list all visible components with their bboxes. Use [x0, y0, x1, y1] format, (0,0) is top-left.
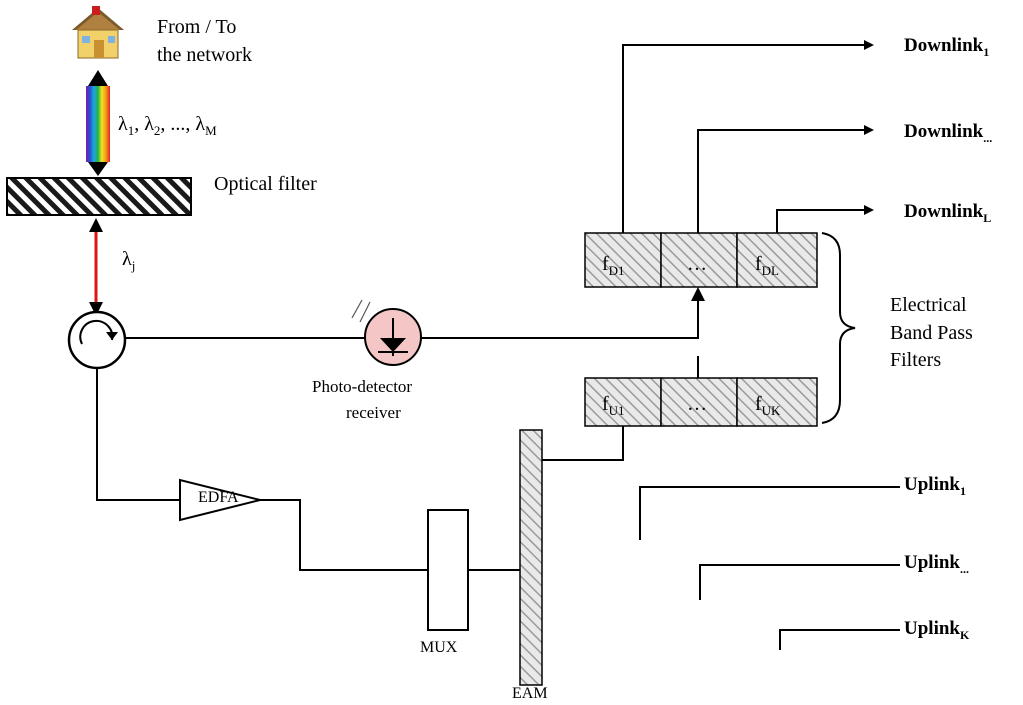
photodiode-label-line2: receiver	[346, 403, 401, 422]
circulator-icon	[67, 310, 127, 370]
uplink-2-line	[699, 564, 900, 600]
downlink-filter-label-1: fD1	[602, 253, 625, 278]
uplink-2-label: Uplink...	[904, 552, 969, 576]
network-label-line1: From / To	[157, 16, 236, 38]
downlink-filter-label-2: …	[687, 253, 707, 275]
selected-wavelength-label: λj	[122, 248, 135, 273]
photodiode-label-line1: Photo-detector	[312, 377, 412, 396]
filters-input-arrowhead	[691, 287, 705, 301]
downlink-2-label: Downlink...	[904, 121, 992, 145]
uplink-3-line	[779, 629, 900, 650]
uplink-1-line	[639, 486, 900, 540]
network-label-line2: the network	[157, 44, 252, 66]
uplink-filter-label-3: fUK	[755, 393, 781, 418]
downlink-filter-label-3: fDL	[755, 253, 779, 278]
uplink-filter-cell-1	[584, 377, 662, 427]
uplink-filter-label-2: …	[687, 393, 707, 415]
band-pass-label-line1: Electrical	[890, 294, 967, 316]
downlink-filter-cell-1	[584, 232, 662, 288]
wavelength-set-label: λ1, λ2, ..., λM	[118, 113, 217, 138]
band-pass-brace	[821, 232, 856, 424]
circulator-to-edfa-line	[96, 368, 180, 501]
wdm-signal-arrow	[86, 70, 110, 176]
photodiode-icon	[351, 299, 422, 366]
downlink-filter-cell-3	[736, 232, 818, 288]
optical-filter-label: Optical filter	[214, 173, 317, 195]
uplink-filter-cell-2	[660, 377, 738, 427]
uplink-3-label: UplinkK	[904, 618, 970, 642]
eam-block	[519, 429, 543, 686]
selected-wavelength-arrow	[89, 218, 103, 316]
edfa-label: EDFA	[198, 489, 239, 506]
uplink-filter-label-1: fU1	[602, 393, 625, 418]
house-icon	[72, 6, 124, 59]
edfa-to-mux-line	[260, 499, 428, 571]
band-pass-label-line2: Band Pass	[890, 322, 973, 344]
eam-label: EAM	[512, 685, 548, 702]
uplink-filter-bank: fU1 … fUK	[584, 377, 818, 427]
downlink-3-line	[776, 205, 874, 233]
uplink-filter-cell-3	[736, 377, 818, 427]
photodiode-to-filters-line	[421, 300, 699, 339]
band-pass-label-line3: Filters	[890, 349, 941, 371]
downlink-3-label: DownlinkL	[904, 201, 991, 225]
uplink-1-label: Uplink1	[904, 474, 966, 498]
mux-block	[427, 509, 469, 631]
downlink-1-label: Downlink1	[904, 35, 989, 59]
edfa-block	[179, 478, 261, 522]
uplink-filters-to-eam-line	[540, 426, 624, 461]
downlink-filter-bank: fD1 … fDL	[584, 232, 818, 288]
downlink-1-line	[622, 40, 874, 233]
optical-filter-block	[6, 177, 192, 216]
mux-label: MUX	[420, 639, 458, 656]
downlink-2-line	[697, 125, 874, 233]
